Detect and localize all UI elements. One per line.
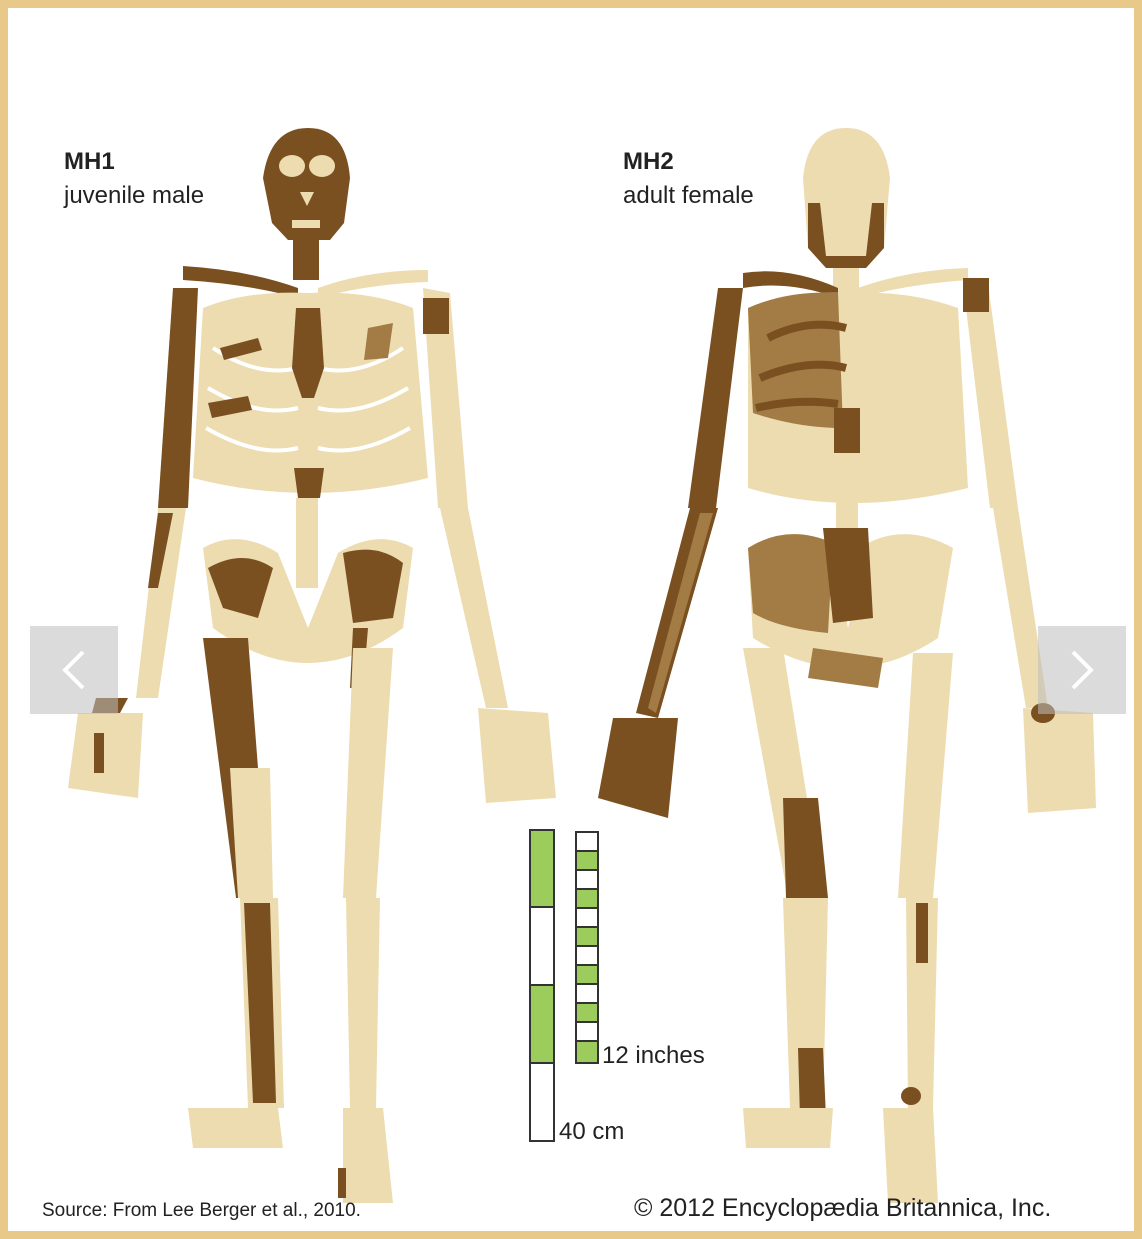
mh1-title: MH1 [64,148,115,176]
scale-bar-inches [576,832,598,1063]
mh1-subtitle: juvenile male [64,182,204,210]
mh2-subtitle: adult female [623,182,754,210]
carousel-prev-button[interactable] [30,626,118,714]
scale-bar-cm [530,830,554,1141]
mh2-title: MH2 [623,148,674,176]
source-credit: Source: From Lee Berger et al., 2010. [42,1200,361,1222]
chevron-right-icon [1067,648,1097,692]
chevron-left-icon [59,648,89,692]
scale-inches-label: 12 inches [602,1042,705,1070]
figure-frame: MH1 juvenile male MH2 adult female 12 in… [8,8,1134,1231]
scale-cm-label: 40 cm [559,1118,624,1146]
mh1-skeleton [68,128,556,1203]
copyright-notice: © 2012 Encyclopædia Britannica, Inc. [634,1194,1051,1223]
carousel-next-button[interactable] [1038,626,1126,714]
